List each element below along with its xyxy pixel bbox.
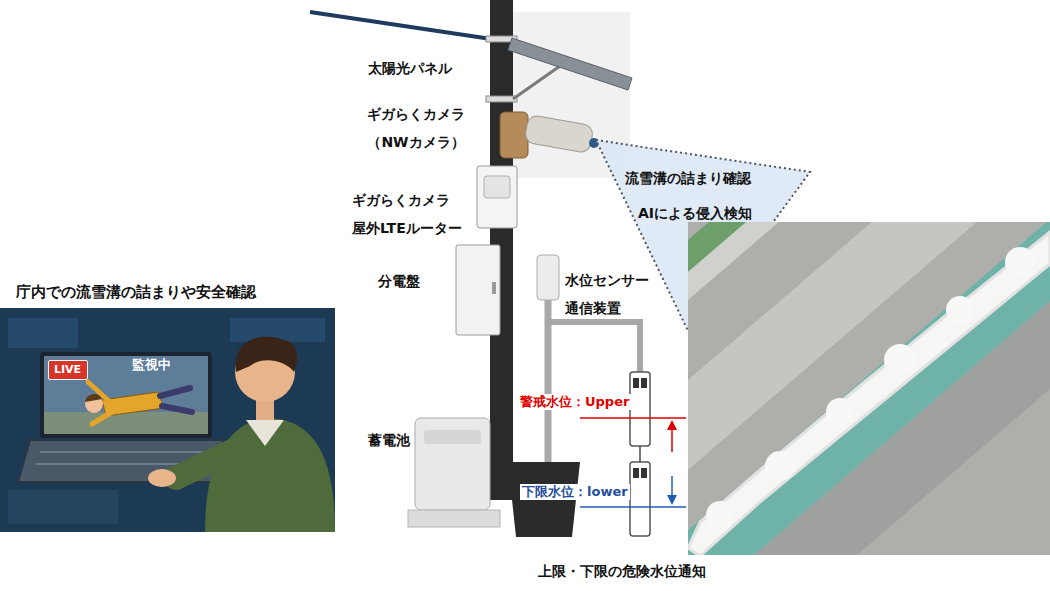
screen-bezel — [40, 352, 212, 438]
man-arm — [176, 448, 238, 478]
screen-frame — [40, 352, 212, 438]
level-label: 警戒水位：Upper — [518, 394, 631, 410]
lower-float-sensor — [630, 462, 650, 536]
man-collar — [246, 420, 284, 446]
cone-text: 流雪溝の詰まり確認 — [625, 170, 751, 188]
upper-level-arrow — [671, 428, 673, 452]
snow-channel-photo — [688, 222, 1050, 555]
level-label: 下限水位：lower — [520, 484, 630, 500]
arrow-head — [667, 495, 677, 505]
sensor-contact — [633, 468, 639, 478]
screen-text: 監視中 — [132, 357, 171, 373]
view-cone: 流雪溝の詰まり確認 AIによる侵入検知 — [590, 136, 815, 341]
camera-feed — [44, 356, 208, 434]
upper-level-line — [580, 417, 686, 419]
man-hair — [236, 337, 298, 372]
person-legs — [160, 388, 192, 412]
part-label: 蓄電池 — [368, 432, 410, 450]
live-badge: LIVE — [48, 360, 88, 380]
person-arms — [88, 382, 112, 424]
scene-label: 庁内での流雪溝の詰まりや安全確認 — [16, 283, 256, 302]
sensor-contact — [641, 468, 647, 478]
battery — [415, 418, 490, 510]
badge-text: LIVE — [54, 363, 81, 377]
sensor-cable — [548, 322, 640, 372]
office-background — [0, 308, 335, 532]
sensor-contact — [641, 378, 647, 388]
snow-mass — [688, 232, 1050, 555]
person-hair — [85, 394, 102, 402]
board-handle — [492, 282, 496, 294]
man-jacket — [205, 418, 335, 532]
battery-lid — [424, 430, 481, 444]
battery-base — [408, 510, 500, 527]
snow-lump — [765, 451, 795, 481]
laptop-screen: LIVE 監視中 — [40, 352, 212, 438]
pole-equipment — [310, 0, 686, 537]
man-hand — [148, 469, 176, 487]
view-cone-shape — [596, 140, 810, 335]
part-label: ギガらくカメラ （NWカメラ） — [360, 100, 472, 156]
caption-label: 上限・下限の危険水位通知 — [538, 563, 706, 581]
part-label: 水位センサー 通信装置 — [565, 266, 665, 322]
wall-panel — [8, 318, 78, 348]
water-channel — [508, 462, 580, 537]
solar-panel — [508, 38, 632, 90]
desk-panel — [8, 490, 118, 524]
camera-lens — [589, 138, 599, 148]
panel-strut — [513, 66, 560, 99]
cone-outline — [590, 136, 815, 341]
part-label: 分電盤 — [378, 273, 420, 291]
camera-mount — [500, 112, 528, 158]
cable — [310, 12, 498, 40]
cone-text: AIによる侵入検知 — [638, 205, 752, 223]
snow-lump — [826, 398, 854, 426]
part-label: 太陽光パネル — [368, 60, 452, 78]
float-link — [639, 446, 641, 462]
snow-lump — [884, 344, 916, 376]
lte-router — [477, 166, 517, 228]
lower-level-arrow — [671, 476, 673, 497]
part-label: ギガらくカメラ 屋外LTEルーター — [352, 186, 487, 242]
snow-lump — [1005, 247, 1035, 277]
upper-float-sensor — [630, 372, 650, 446]
arrow-head — [667, 420, 677, 430]
key-row — [40, 451, 212, 453]
person-head — [85, 395, 103, 413]
distribution-board — [456, 245, 500, 335]
snow-lump — [946, 296, 974, 324]
sensor-pipe — [545, 300, 552, 470]
sensor-contact — [633, 378, 639, 388]
feed-ground — [44, 412, 208, 434]
office-illustration — [0, 308, 335, 532]
network-camera — [524, 114, 594, 153]
router-cover — [484, 176, 510, 198]
snow-lump — [706, 501, 734, 529]
person-body — [102, 392, 164, 416]
pole-clamp — [486, 96, 517, 102]
lower-level-line — [580, 506, 686, 508]
sensor-transmitter — [537, 255, 559, 300]
